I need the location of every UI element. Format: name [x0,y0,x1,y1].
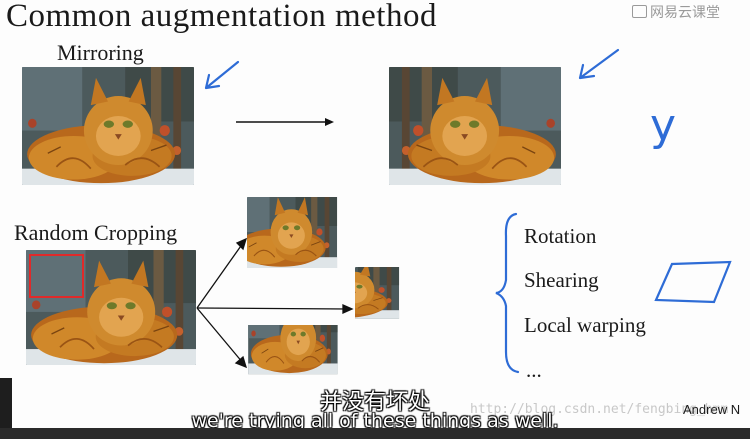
blog-url-watermark: http://blog.csdn.net/fengbing_hmm [470,402,729,417]
random-cropping-label: Random Cropping [14,220,178,245]
mirror-arrow [236,118,334,126]
crop-arrows [196,237,354,369]
curly-brace [495,212,520,374]
blue-arrow-left-icon [204,60,240,90]
method-rotation: Rotation [524,224,597,248]
english-subtitle: we're trying all of these things as well… [191,410,559,432]
parallelogram-sketch [654,260,732,304]
video-camera-icon [632,5,647,18]
author-credit: Andrew N [683,402,741,417]
method-local-warping: Local warping [524,313,646,337]
mirroring-label: Mirroring [57,40,144,65]
netease-watermark: 网易云课堂 [632,2,720,22]
red-crop-box [29,254,84,298]
handwritten-annotations [204,48,732,374]
method-ellipsis: ... [526,358,542,382]
blue-arrow-right-icon [578,48,620,80]
method-shearing: Shearing [524,268,599,292]
handwritten-y: y [650,100,676,151]
chinese-subtitle: 并没有坏处 [319,390,430,415]
video-control-bar[interactable] [0,428,750,439]
watermark-text: 网易云课堂 [650,5,720,21]
slide-title: Common augmentation method [6,0,437,34]
video-progress-handle[interactable] [0,378,12,428]
